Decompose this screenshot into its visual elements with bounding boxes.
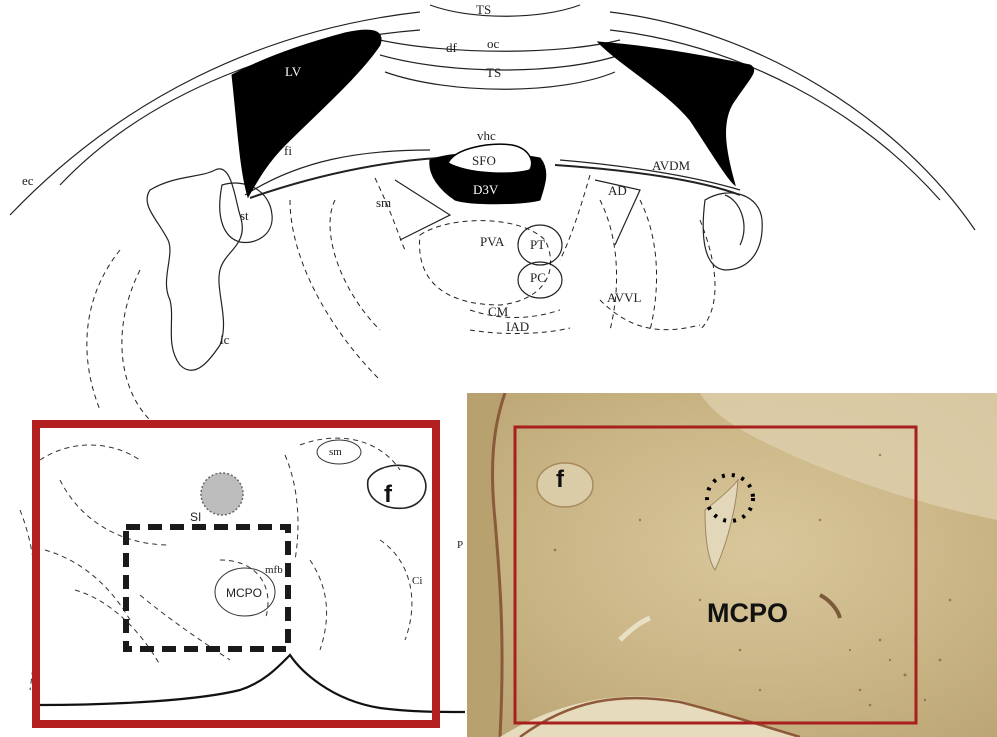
inset-label-si: SI — [190, 510, 201, 524]
label-vhc: vhc — [477, 128, 496, 143]
label-df: df — [446, 40, 458, 55]
inset-label-p: P — [457, 539, 463, 551]
label-ad: AD — [608, 183, 627, 198]
inset-atlas — [20, 438, 465, 712]
label-iad: IAD — [506, 319, 529, 334]
label-top-partial: TS — [476, 2, 491, 17]
label-sm-top: sm — [376, 195, 391, 210]
label-cm: CM — [488, 304, 509, 319]
label-oc: oc — [487, 36, 500, 51]
label-avvl: AVVL — [607, 290, 641, 305]
photo-label-f: f — [556, 466, 565, 493]
label-st: st — [240, 208, 249, 223]
label-pva: PVA — [480, 234, 505, 249]
label-ts: TS — [486, 65, 501, 80]
inset-highlight-box — [36, 424, 436, 724]
inset-label-mcpo: MCPO — [226, 586, 262, 600]
label-pt: PT — [530, 237, 545, 252]
label-fi: fi — [284, 143, 292, 158]
photo-label-mcpo: MCPO — [707, 598, 788, 628]
mcpo-dashed-box — [126, 527, 288, 649]
label-ic: ic — [220, 332, 230, 347]
label-pc: PC — [530, 270, 546, 285]
inset-labels: sm f SI mfb MCPO P Ci — [190, 446, 463, 600]
label-sfo: SFO — [472, 153, 496, 168]
inset-label-mfb: mfb — [265, 564, 283, 576]
label-avdm: AVDM — [652, 158, 690, 173]
inset-label-sm: sm — [329, 446, 342, 458]
si-nucleus-marker — [201, 473, 243, 515]
inset-label-f: f — [384, 481, 393, 508]
inset-label-ci: Ci — [412, 575, 422, 587]
label-ec: ec — [22, 173, 34, 188]
label-d3v: D3V — [473, 182, 499, 197]
label-lv: LV — [285, 64, 302, 79]
